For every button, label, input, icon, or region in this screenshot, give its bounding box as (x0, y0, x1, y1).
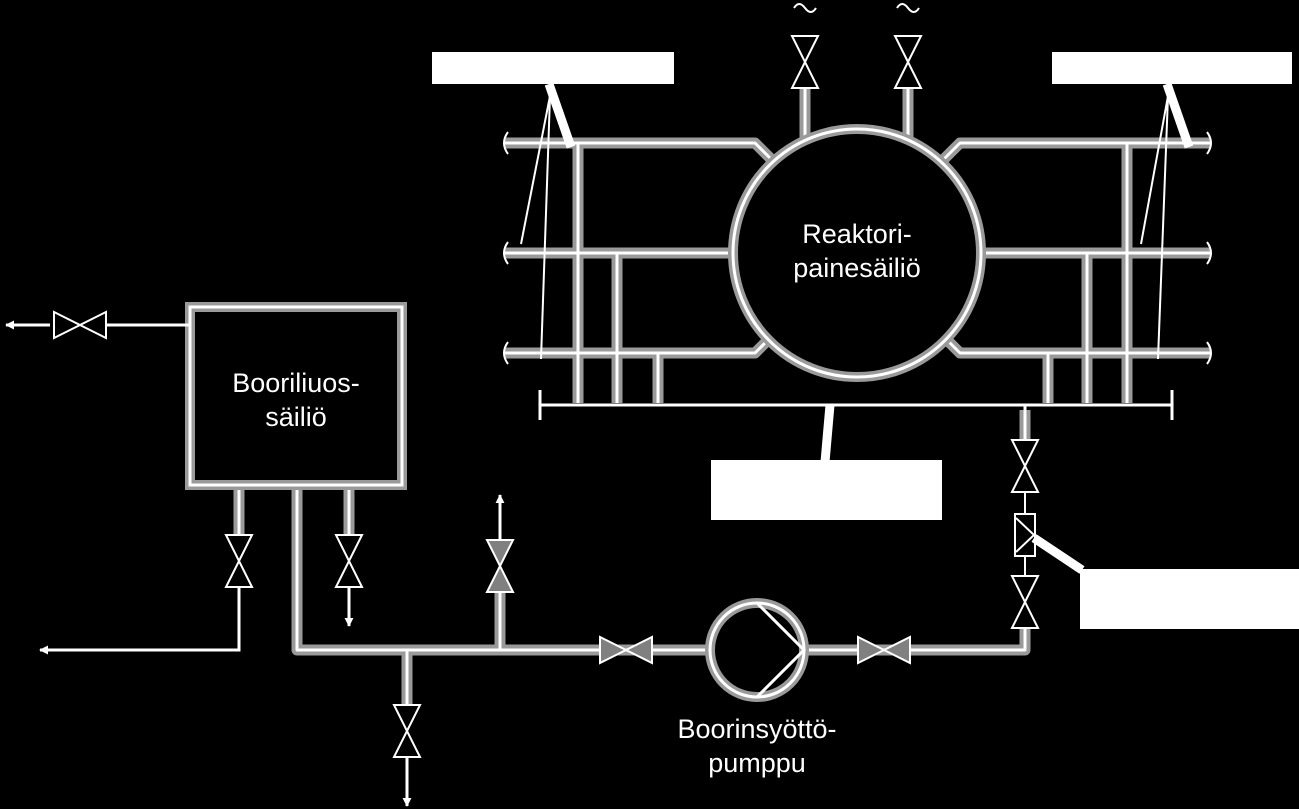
valve-tank-right (334, 534, 364, 588)
reactor-label-line2: painesäiliö (793, 253, 921, 283)
callout-leaders (520, 82, 1194, 574)
collector-header-bar (538, 390, 1174, 440)
pump-label-line2: pumppu (708, 748, 806, 778)
flow-lines (5, 320, 505, 807)
reactor-label-line1: Reaktori- (802, 219, 912, 249)
callout-box-bottom-center (711, 460, 942, 520)
valve-injection-lower (1010, 575, 1040, 629)
valve-vent (485, 539, 515, 593)
reactor-pressure-vessel: Reaktori- painesäiliö (728, 124, 986, 382)
callout-box-top-right (1052, 52, 1292, 84)
valve-tank-vent (53, 310, 107, 340)
callout-boxes (432, 52, 1299, 629)
pipe-network (233, 86, 1210, 705)
pump-label-line1: Boorinsyöttö- (677, 714, 836, 744)
valve-injection-upper (1010, 439, 1040, 493)
valve-suction (599, 635, 653, 665)
boron-solution-tank: Booriliuos- säiliö (185, 302, 407, 490)
valves (53, 35, 1040, 758)
callout-box-top-left (432, 52, 674, 84)
valve-discharge (857, 635, 911, 665)
valve-top-right (893, 35, 923, 89)
callout-box-bottom-right (1080, 569, 1299, 629)
pipe-break-marks (503, 3, 1212, 365)
tank-drain-line (39, 587, 241, 655)
valve-tank-left (224, 534, 254, 588)
tank-label-line1: Booriliuos- (232, 368, 360, 398)
boron-injection-pump: Boorinsyöttö- pumppu (677, 598, 837, 778)
valve-drain (392, 704, 422, 758)
check-valve (1014, 492, 1036, 576)
valve-top-left (790, 35, 820, 89)
tank-label-line2: säiliö (265, 402, 327, 432)
